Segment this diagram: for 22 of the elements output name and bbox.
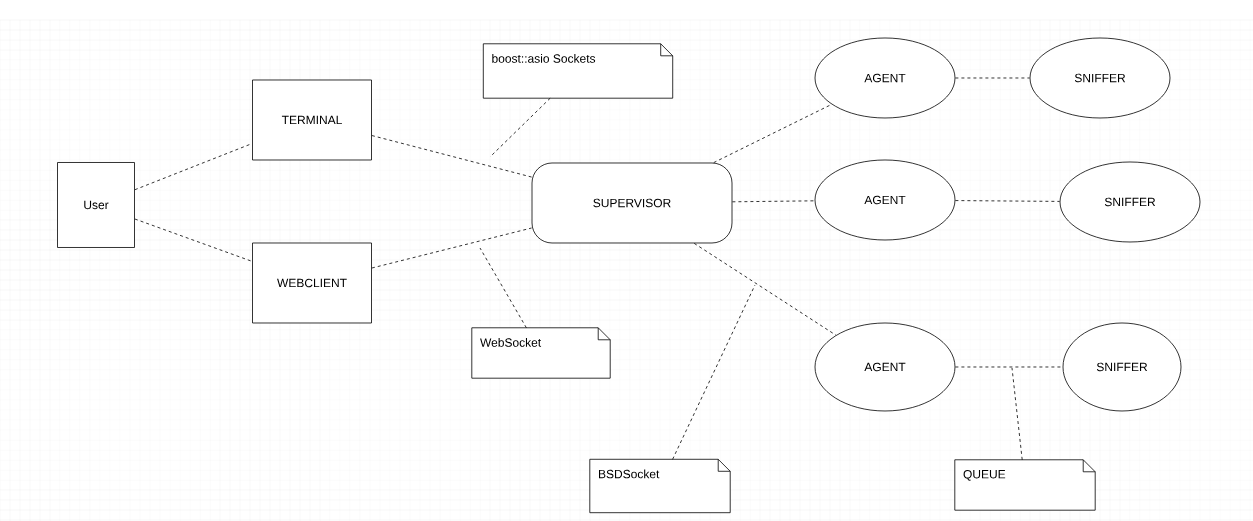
connector-line [955, 366, 1063, 368]
connector-line [955, 200, 1060, 202]
connector-line [955, 77, 1030, 79]
rounded-box: SUPERVISOR [531, 162, 733, 244]
ellipse-node: AGENT [814, 159, 956, 241]
ellipse-node: SNIFFER [1029, 37, 1171, 119]
process-box: TERMINAL [252, 79, 372, 161]
leader-line [672, 284, 756, 460]
ellipse-node: SNIFFER [1059, 161, 1201, 243]
connector-line [371, 227, 532, 269]
ellipse-node: AGENT [814, 37, 956, 119]
process-box: User [57, 162, 135, 248]
leader-line [1011, 367, 1023, 461]
process-box: WEBCLIENT [252, 242, 372, 324]
connector-line [693, 243, 837, 336]
ellipse-node: AGENT [814, 322, 956, 412]
leader-line [489, 97, 551, 158]
ellipse-node: SNIFFER [1062, 322, 1182, 412]
connector-line [134, 218, 253, 262]
leader-line [479, 247, 527, 329]
connector-line [371, 135, 532, 178]
connector-line [732, 200, 815, 203]
